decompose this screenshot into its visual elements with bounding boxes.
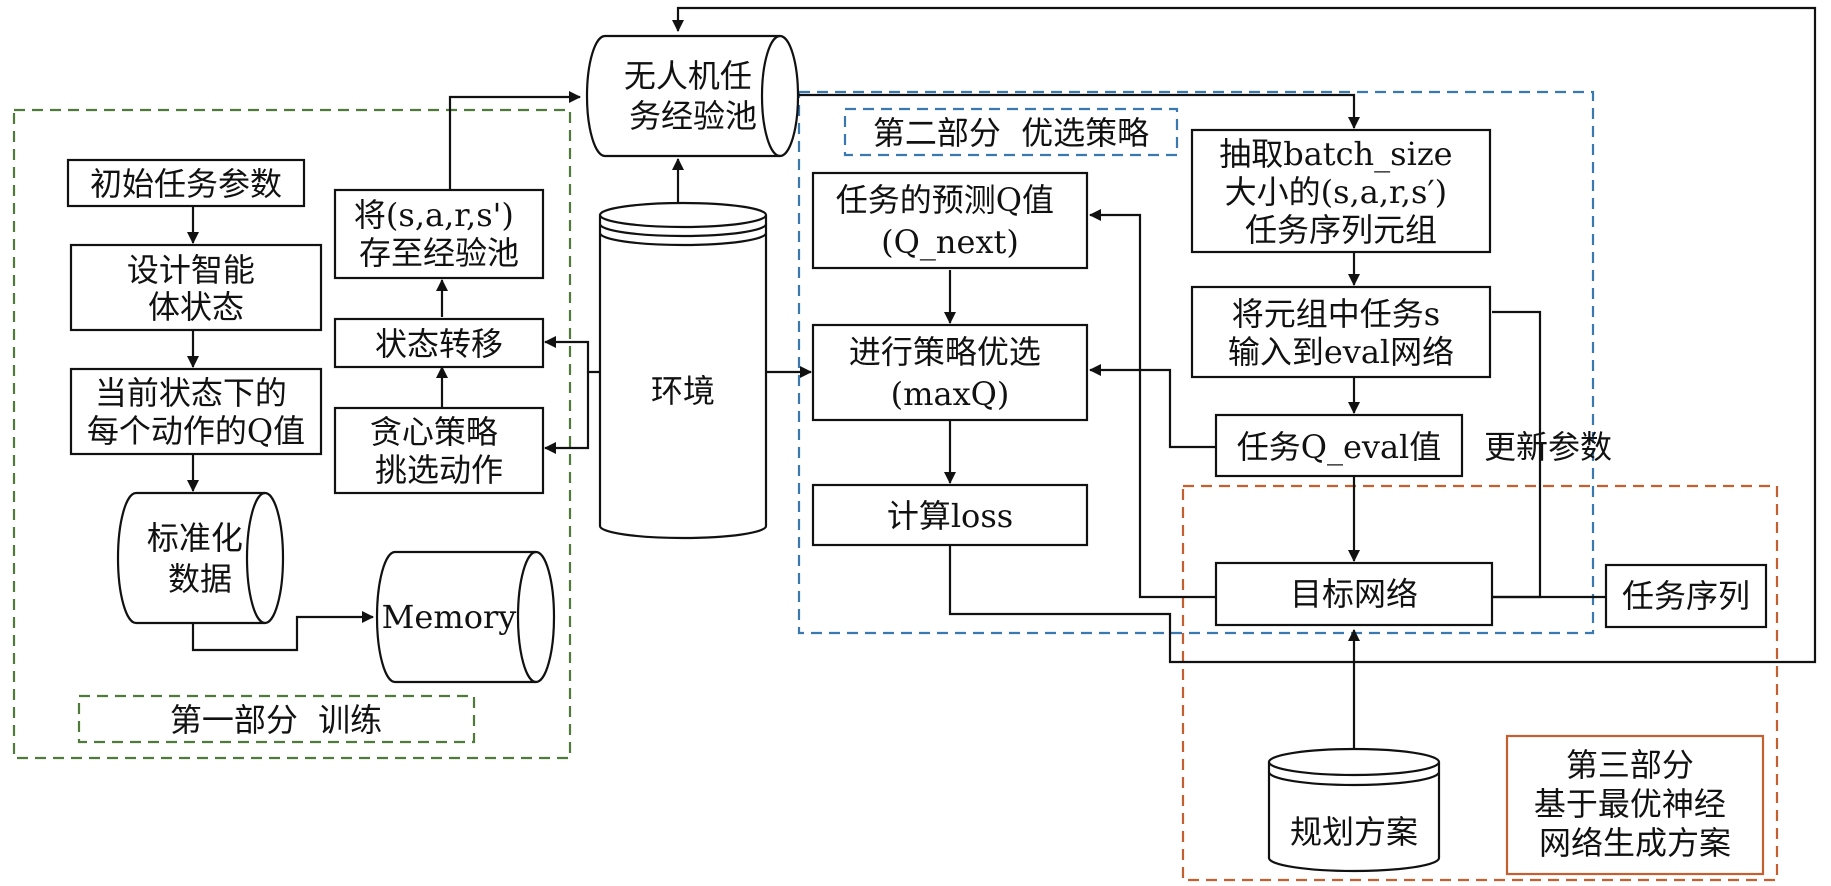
normalize-text: 标准化 数据	[147, 519, 253, 598]
store-pool-node	[333, 188, 545, 280]
input-eval-text: 将元组中任务s 输入到eval网络	[1228, 295, 1454, 371]
environment-rim	[598, 214, 768, 247]
normalize-node	[116, 491, 285, 625]
normalize-edge	[245, 491, 266, 625]
greedy-text: 贪心策略 挑选动作	[370, 413, 508, 489]
predict-q-node	[811, 171, 1089, 270]
design-state-node	[69, 243, 323, 332]
part3-label-line3: 网络生成方案	[1539, 824, 1731, 862]
uav-pool-edge	[760, 34, 781, 158]
init-params-text: 初始任务参数	[90, 165, 282, 203]
input-eval-node	[1190, 285, 1492, 379]
arrow-pool-to-sample	[799, 93, 1360, 129]
arrow-target-to-predict	[1089, 209, 1216, 599]
part3-label: 第三部分 基于最优神经 网络生成方案	[1534, 746, 1736, 862]
plan-node	[1267, 747, 1441, 873]
task-sequence-text: 任务序列	[1622, 577, 1750, 615]
part2-label: 第二部分 优选策略	[873, 114, 1149, 152]
arrow-store-to-pool	[448, 91, 581, 190]
design-state-text: 设计智能 体状态	[127, 251, 265, 326]
q-eval-node	[1214, 413, 1464, 478]
part3-region	[1181, 484, 1779, 882]
arrow-env-to-transfer	[544, 336, 599, 374]
part2-label-box	[843, 107, 1179, 157]
part3-label-box	[1505, 734, 1765, 876]
memory-text: Memory	[382, 598, 517, 636]
part2-region	[797, 90, 1595, 635]
environment-node	[598, 201, 768, 540]
arrow-env-to-greedy	[544, 372, 590, 454]
arrow-loss-to-pool	[672, 6, 1817, 664]
calc-loss-text: 计算loss	[887, 497, 1013, 535]
memory-edge	[516, 550, 537, 684]
predict-q-text: 任务的预测Q值 (Q_next)	[836, 181, 1064, 261]
task-sequence-node	[1604, 563, 1768, 629]
target-network-node	[1214, 561, 1494, 627]
plan-text: 规划方案	[1290, 813, 1418, 851]
environment-text: 环境	[651, 372, 715, 410]
plan-rim	[1267, 761, 1441, 787]
calc-loss-node	[811, 483, 1089, 547]
sample-batch-node	[1190, 128, 1492, 254]
part1-label: 第一部分 训练	[170, 701, 382, 739]
greedy-node	[333, 406, 545, 495]
part3-label-line1: 第三部分	[1566, 746, 1694, 784]
q-eval-text: 任务Q_eval值	[1237, 428, 1442, 466]
uav-pool-text: 无人机任 务经验池	[624, 57, 762, 135]
target-network-text: 目标网络	[1290, 575, 1418, 613]
part1-label-box	[77, 694, 476, 744]
init-params-node	[66, 158, 306, 208]
update-params-label: 更新参数	[1484, 428, 1612, 466]
part1-region	[12, 108, 572, 760]
part3-label-line2: 基于最优神经	[1534, 785, 1726, 823]
store-pool-text: 将(s,a,r,s') 存至经验池	[354, 196, 524, 272]
policy-select-text: 进行策略优选 (maxQ)	[849, 333, 1051, 413]
q-values-text: 当前状态下的 每个动作的Q值	[87, 374, 305, 450]
q-values-node	[69, 367, 323, 456]
state-transfer-node	[333, 317, 545, 369]
arrow-normalize-to-memory	[191, 611, 374, 652]
policy-select-node	[811, 323, 1089, 422]
state-transfer-text: 状态转移	[375, 325, 503, 363]
sample-batch-text: 抽取batch_size 大小的(s,a,r,s′) 任务序列元组	[1219, 135, 1463, 249]
arrow-qeval-to-policy	[1089, 364, 1216, 449]
